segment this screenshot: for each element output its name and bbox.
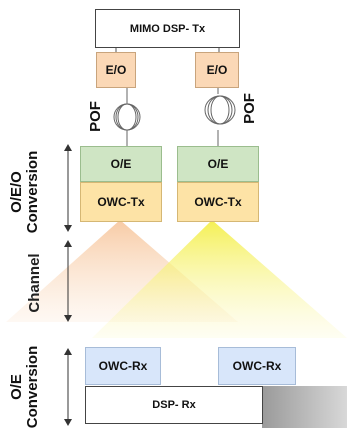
eo-left-box: E/O <box>96 52 136 88</box>
grey-block <box>262 386 347 428</box>
oe-label-line1: O/E <box>8 374 25 400</box>
oeo-label-line1: O/E/O <box>8 171 25 213</box>
range-arrow-oeo <box>64 144 72 232</box>
range-arrow-oe <box>64 348 72 426</box>
eo-right-box: E/O <box>195 52 239 88</box>
owc-rx-right-box: OWC-Rx <box>218 347 296 385</box>
pof-left-label: POF <box>86 101 104 132</box>
fiber-spool-left <box>113 88 141 146</box>
range-arrow-channel <box>64 240 72 322</box>
owc-tx-right-box: OWC-Tx <box>177 182 259 222</box>
oe-right-box: O/E <box>177 146 259 182</box>
dsp-rx-box: DSP- Rx <box>85 386 263 424</box>
owc-rx-left-box: OWC-Rx <box>85 347 161 385</box>
fiber-spool-right <box>204 88 236 146</box>
channel-label: Channel <box>26 253 43 313</box>
oe-label-line2: Conversion <box>24 345 41 429</box>
oeo-conversion-label: O/E/O Conversion <box>8 146 43 238</box>
owc-tx-left-box: OWC-Tx <box>80 182 162 222</box>
oe-left-box: O/E <box>80 146 162 182</box>
pof-right-label: POF <box>240 93 258 124</box>
beam-right <box>92 220 347 338</box>
oeo-label-line2: Conversion <box>24 150 41 234</box>
oe-conversion-label: O/E Conversion <box>8 341 43 433</box>
mimo-dsp-tx-box: MIMO DSP- Tx <box>95 9 240 48</box>
